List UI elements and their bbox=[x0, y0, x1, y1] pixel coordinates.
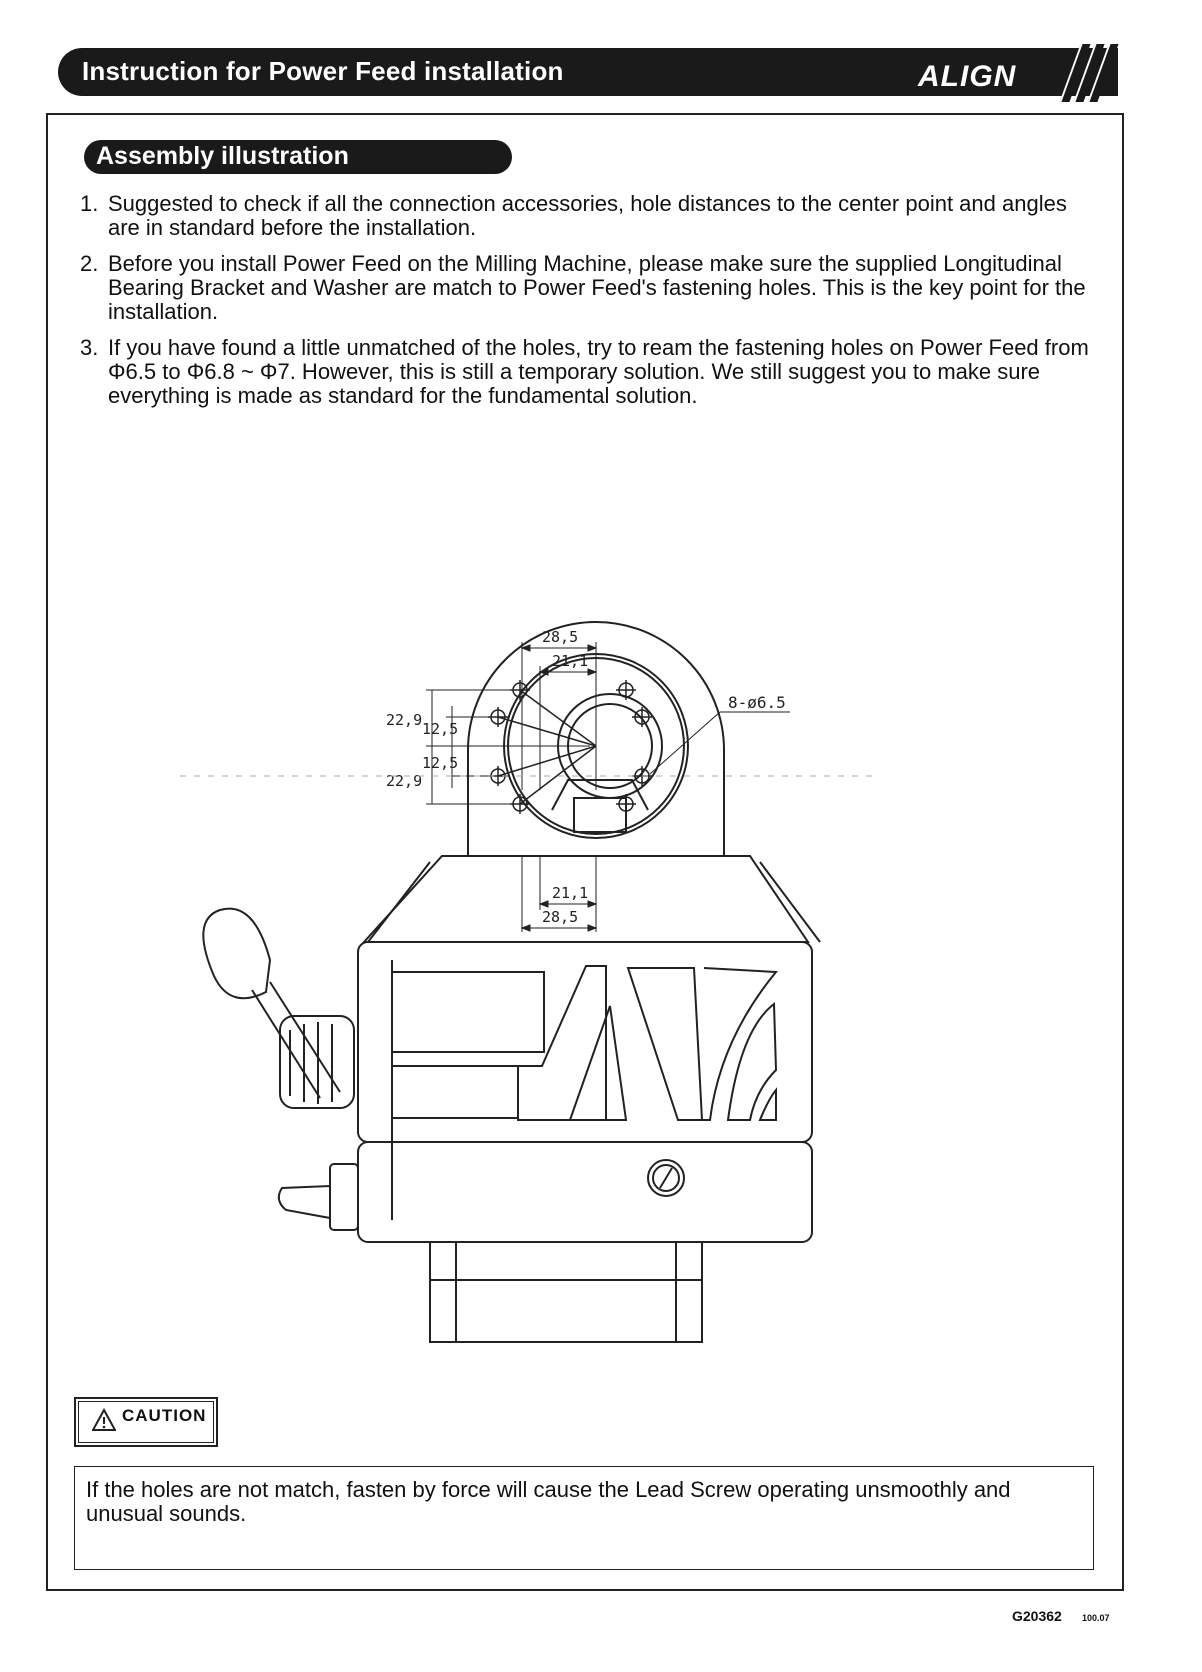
instruction-text: If you have found a little unmatched of … bbox=[108, 335, 1089, 408]
instruction-text: Suggested to check if all the connection… bbox=[108, 191, 1067, 240]
section-header bbox=[84, 140, 512, 174]
dim-bottom-inner: 21,1 bbox=[552, 884, 588, 902]
instruction-item-1: 1. Suggested to check if all the connect… bbox=[80, 192, 1090, 240]
caution-label: CAUTION bbox=[122, 1406, 207, 1425]
power-feed-drawing: 28,5 21,1 22,9 12,5 12,5 22,9 bbox=[180, 621, 880, 1343]
mounting-holes bbox=[488, 680, 652, 814]
content-frame bbox=[46, 113, 1124, 1591]
warning-triangle-icon bbox=[92, 1408, 116, 1431]
hole-spec-label: 8-ø6.5 bbox=[728, 693, 786, 712]
instruction-number: 2. bbox=[80, 251, 99, 276]
dim-top-outer: 28,5 bbox=[542, 628, 578, 646]
caution-badge bbox=[74, 1397, 218, 1447]
bearing-flange bbox=[467, 621, 725, 856]
dimension-bottom bbox=[520, 856, 598, 932]
caution-message: If the holes are not match, fasten by fo… bbox=[86, 1477, 1011, 1526]
document-code: G20362 bbox=[1012, 1608, 1062, 1624]
page-title: Instruction for Power Feed installation bbox=[82, 56, 564, 86]
dim-left-upper-inner: 12,5 bbox=[422, 720, 458, 738]
brand-logo: ALIGN bbox=[918, 60, 1017, 93]
instruction-item-3: 3. If you have found a little unmatched … bbox=[80, 336, 1090, 408]
header-bar bbox=[58, 48, 1118, 96]
section-title: Assembly illustration bbox=[96, 142, 349, 170]
dim-left-lower-inner: 12,5 bbox=[422, 754, 458, 772]
caution-badge-inner bbox=[78, 1401, 214, 1443]
dim-bottom-outer: 28,5 bbox=[542, 908, 578, 926]
dim-left-upper-outer: 22,9 bbox=[386, 711, 422, 729]
dim-left-lower-outer: 22,9 bbox=[386, 772, 422, 790]
instruction-number: 1. bbox=[80, 191, 99, 216]
instruction-number: 3. bbox=[80, 335, 99, 360]
instruction-item-2: 2. Before you install Power Feed on the … bbox=[80, 252, 1090, 324]
instruction-list: 1. Suggested to check if all the connect… bbox=[80, 192, 1090, 420]
instruction-text: Before you install Power Feed on the Mil… bbox=[108, 251, 1086, 324]
document-version: 100.07 bbox=[1082, 1613, 1110, 1623]
caution-message-box bbox=[74, 1466, 1094, 1570]
speed-lever bbox=[202, 907, 359, 1231]
